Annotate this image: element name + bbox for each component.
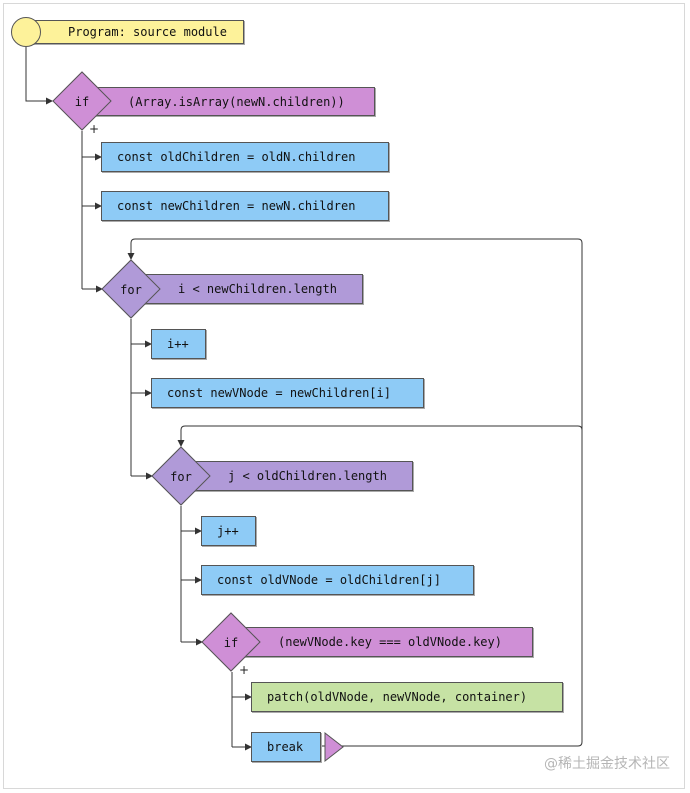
program-node: Program: source module xyxy=(25,20,244,44)
stmt-patch: patch(oldVNode, newVNode, container) xyxy=(251,682,563,712)
stmt-new-children: const newChildren = newN.children xyxy=(101,191,389,221)
if2-branch-mark: + xyxy=(239,663,250,677)
program-label: Program: source module xyxy=(68,25,227,39)
stmt-patch-text: patch(oldVNode, newVNode, container) xyxy=(267,690,528,704)
if2-condition: (newVNode.key === oldVNode.key) xyxy=(231,627,533,657)
watermark: @稀土掘金技术社区 xyxy=(544,756,670,772)
for1-keyword: for xyxy=(120,283,142,297)
start-circle xyxy=(11,17,41,47)
stmt-break: break xyxy=(251,732,321,762)
if2-keyword: if xyxy=(223,636,239,650)
stmt-new-vnode: const newVNode = newChildren[i] xyxy=(151,378,424,408)
if1-keyword: if xyxy=(74,95,90,109)
stmt-i-inc-text: i++ xyxy=(167,337,189,351)
for2-condition: j < oldChildren.length xyxy=(181,461,413,491)
stmt-break-text: break xyxy=(267,740,304,754)
if2-condition-text: (newVNode.key === oldVNode.key) xyxy=(278,635,502,649)
stmt-old-vnode: const oldVNode = oldChildren[j] xyxy=(201,565,474,595)
stmt-old-children-text: const oldChildren = oldN.children xyxy=(117,150,356,164)
stmt-j-inc: j++ xyxy=(201,516,256,546)
for2-condition-text: j < oldChildren.length xyxy=(228,469,387,483)
for1-condition: i < newChildren.length xyxy=(131,274,363,304)
for2-keyword: for xyxy=(170,470,192,484)
if1-branch-mark: + xyxy=(89,122,100,136)
stmt-i-inc: i++ xyxy=(151,329,206,359)
diagram-frame xyxy=(3,3,685,789)
stmt-j-inc-text: j++ xyxy=(217,524,239,538)
for1-condition-text: i < newChildren.length xyxy=(178,282,337,296)
stmt-old-vnode-text: const oldVNode = oldChildren[j] xyxy=(217,573,441,587)
if1-condition-text: (Array.isArray(newN.children)) xyxy=(128,94,345,109)
stmt-new-vnode-text: const newVNode = newChildren[i] xyxy=(167,386,391,400)
stmt-new-children-text: const newChildren = newN.children xyxy=(117,199,356,213)
break-end-marker xyxy=(324,731,344,763)
if1-condition: (Array.isArray(newN.children)) xyxy=(81,87,375,116)
stmt-old-children: const oldChildren = oldN.children xyxy=(101,142,389,172)
